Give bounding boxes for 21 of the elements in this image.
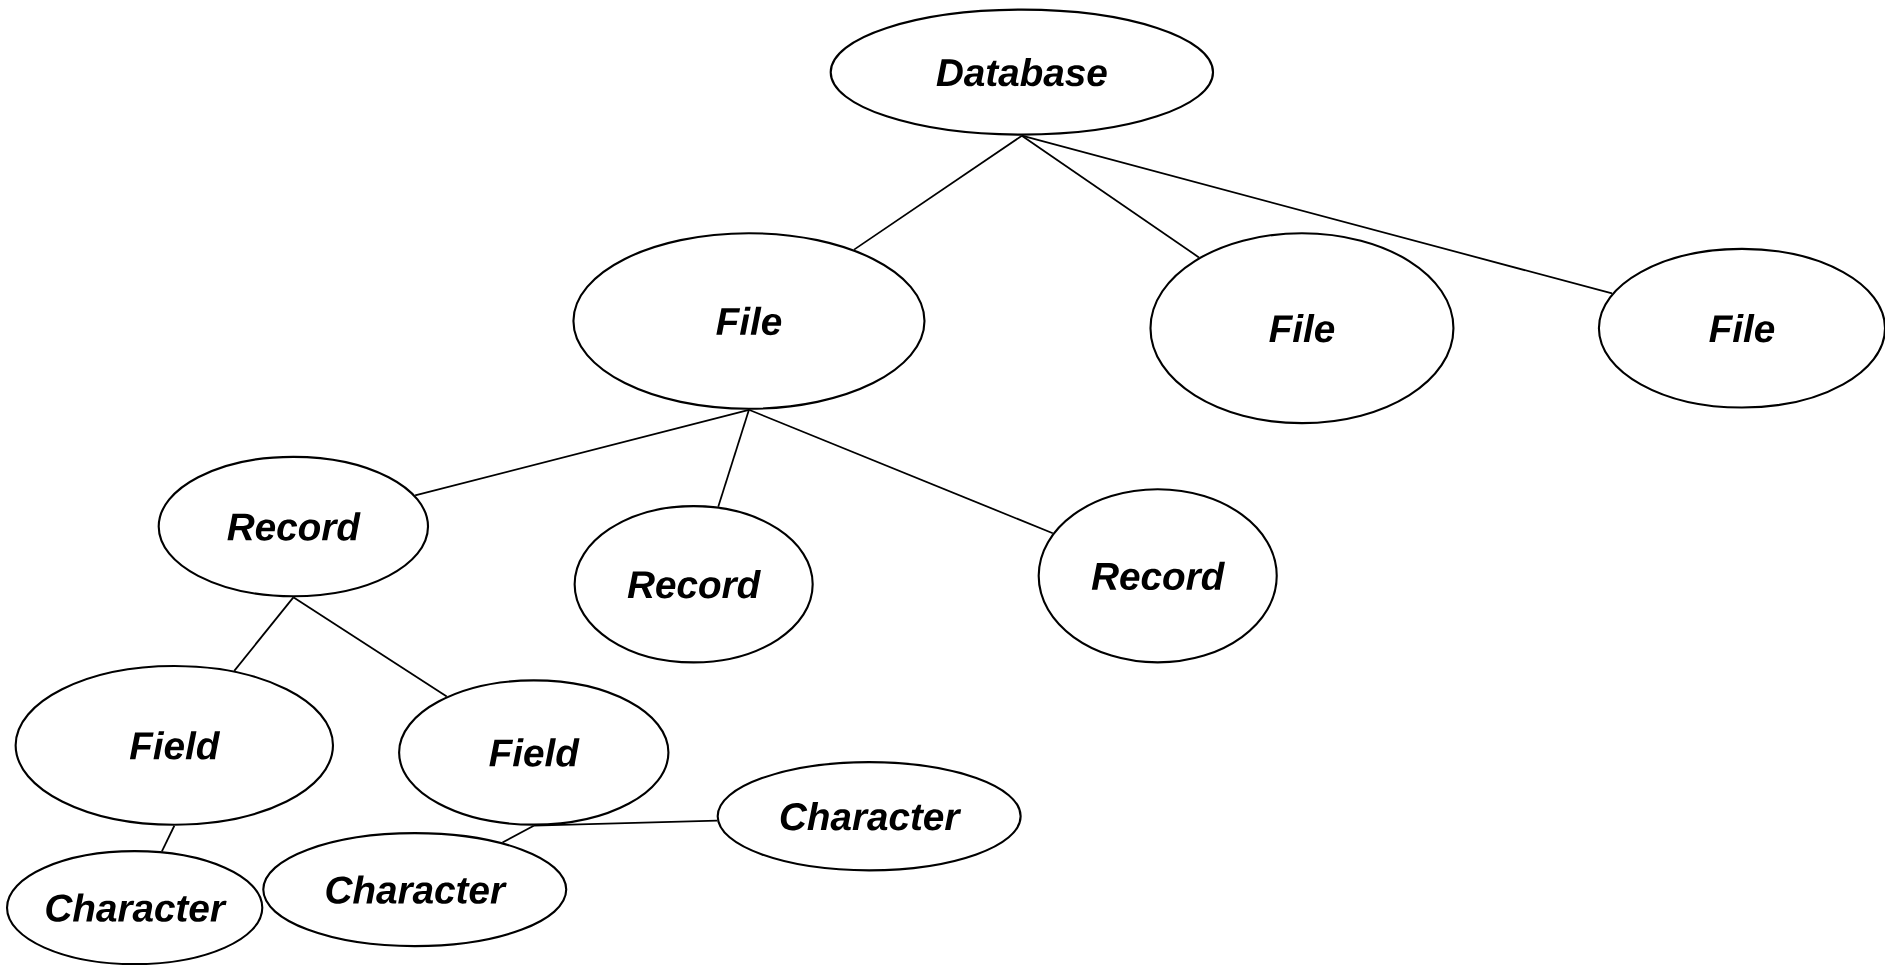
connector-line (532, 819, 718, 827)
ellipse-node: File (1149, 232, 1455, 425)
connector-line (501, 824, 535, 844)
ellipse-node: Record (573, 505, 814, 664)
connector-line (233, 596, 295, 672)
ellipse-node: Database (829, 8, 1215, 136)
connector-line (292, 596, 448, 698)
ellipse-node: Field (14, 664, 335, 826)
ellipse-node: File (572, 232, 926, 410)
connector-line (717, 408, 750, 508)
ellipse-node: Character (716, 761, 1022, 872)
ellipse-node: Field (398, 679, 670, 826)
connector-line (748, 408, 1054, 535)
connector-line (853, 134, 1023, 251)
connector-line (161, 824, 176, 853)
ellipse-node: Record (1037, 488, 1278, 664)
ellipse-node: Character (262, 832, 568, 948)
connector-line (414, 408, 750, 497)
ellipse-node: Record (157, 455, 430, 598)
connector-line (1021, 134, 1200, 259)
connector-line (1021, 134, 1613, 295)
